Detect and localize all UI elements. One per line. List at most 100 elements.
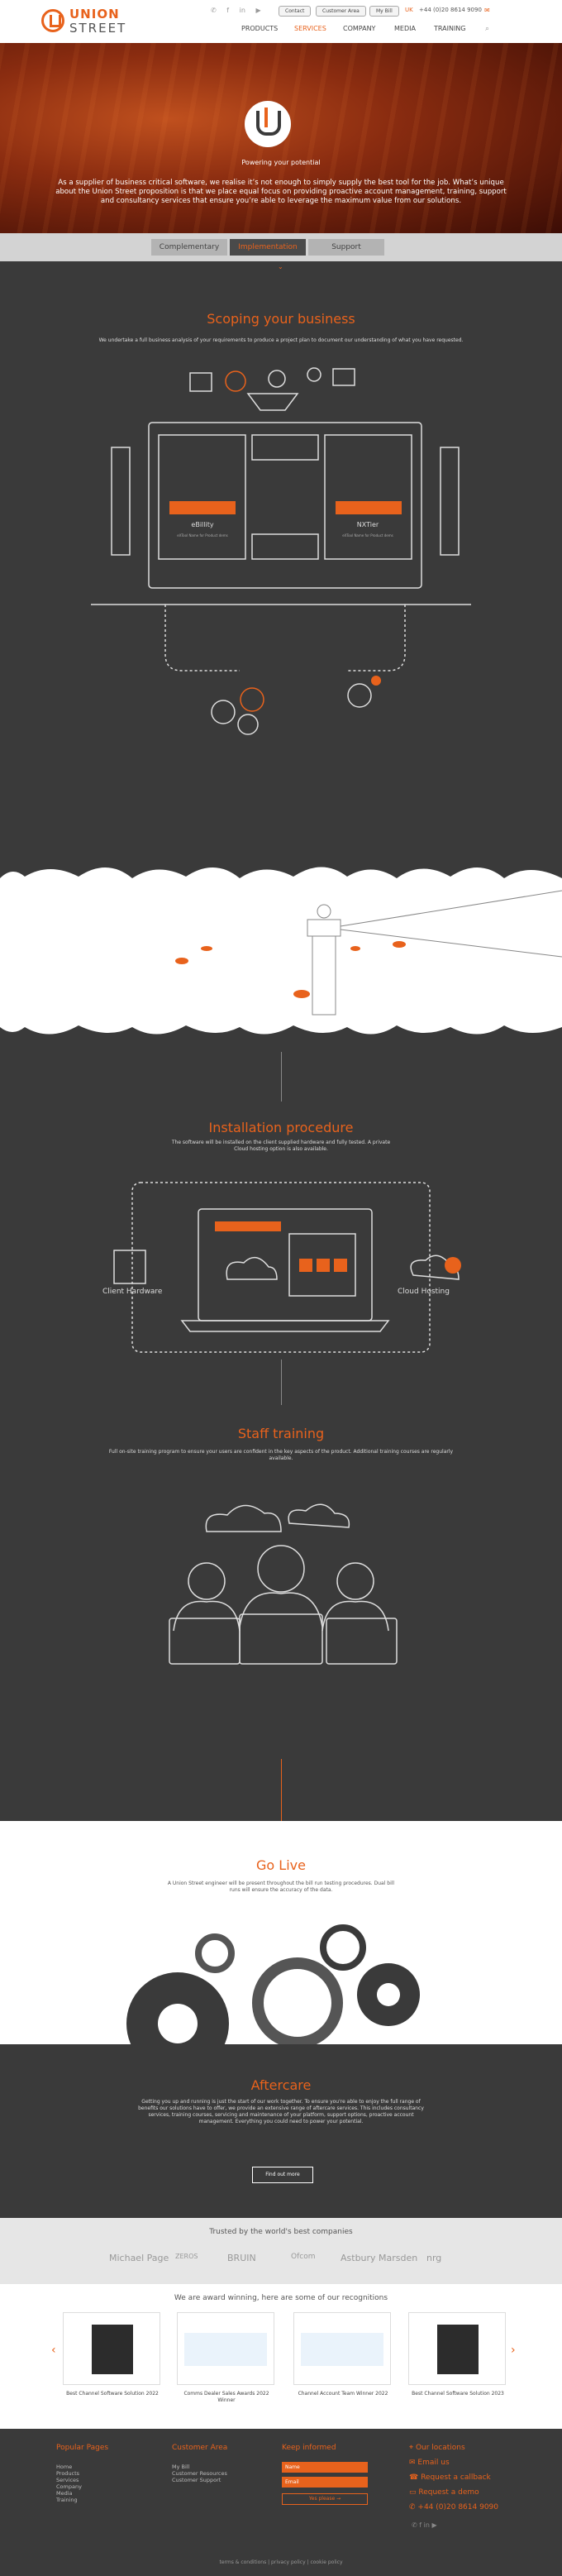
award-caption: Best Channel Software Solution 2022	[66, 2391, 159, 2397]
footer-email-link[interactable]: ✉ Email us	[409, 2459, 450, 2467]
footer-demo-link[interactable]: ▭ Request a demo	[409, 2488, 479, 2497]
hero-description: As a supplier of business critical softw…	[55, 179, 507, 205]
installation-text: The software will be installed on the cl…	[171, 1140, 391, 1152]
footer-link-services[interactable]: Services	[56, 2477, 79, 2483]
partner-logo-ofcom: Ofcom	[291, 2253, 316, 2261]
chevron-down-icon: ⌄	[278, 263, 283, 270]
aftercare-section: Aftercare Getting you up and running is …	[0, 2044, 562, 2218]
footer-link-products[interactable]: Products	[56, 2470, 80, 2477]
training-cloud-icon	[205, 1504, 282, 1532]
partners-strip: Trusted by the world's best companies Mi…	[0, 2218, 562, 2284]
nav-products[interactable]: PRODUCTS	[241, 25, 279, 32]
subscribe-label: Yes please	[308, 2496, 336, 2502]
gear-icon-4	[237, 714, 259, 735]
youtube-icon[interactable]: ▶	[255, 7, 261, 14]
user-icon-3	[336, 1562, 374, 1600]
process-section: Installation procedure The software will…	[0, 1052, 562, 1821]
magnifier-icon	[307, 367, 321, 382]
panel-right-sub: eXTool Name for Product dems	[342, 533, 393, 538]
awards-carousel: We are award winning, here are some of o…	[0, 2284, 562, 2429]
footer-social-icons[interactable]: ✆ f in ▶	[412, 2521, 437, 2529]
footer-link-media[interactable]: Media	[56, 2490, 73, 2497]
user-icon	[188, 1562, 226, 1600]
funnel-icon	[246, 393, 299, 411]
installation-illustration	[113, 1182, 461, 1353]
newsletter-email-input[interactable]: Email	[282, 2477, 368, 2488]
training-text: Full on-site training program to ensure …	[108, 1449, 454, 1461]
award-card[interactable]: Channel Account Team Winner 2022	[293, 2312, 391, 2397]
aftercare-text: Getting you up and running is just the s…	[138, 2099, 424, 2124]
laptop-icon-2	[239, 1613, 323, 1665]
footer-link-training[interactable]: Training	[56, 2497, 78, 2503]
footer-link-my-bill[interactable]: My Bill	[172, 2464, 190, 2470]
tab-complementary[interactable]: Complementary	[151, 239, 227, 256]
award-caption: Comms Dealer Sales Awards 2022 Winner	[183, 2391, 269, 2403]
tab-implementation[interactable]: Implementation	[230, 239, 306, 256]
footer-link-home[interactable]: Home	[56, 2464, 73, 2470]
linkedin-icon[interactable]: in	[239, 7, 245, 14]
contact-button[interactable]: Contact	[279, 6, 312, 17]
hero-tagline: Powering your potential	[241, 159, 321, 166]
go-live-title: Go Live	[256, 1857, 306, 1873]
logo-mark-icon	[41, 9, 64, 32]
footer-informed-title: Keep informed	[282, 2444, 336, 2452]
footer-legal-links[interactable]: terms & conditions | privacy policy | co…	[219, 2559, 343, 2565]
header-phone[interactable]: +44 (0)20 8614 9090	[419, 7, 482, 13]
go-live-text: A Union Street engineer will be present …	[167, 1881, 395, 1893]
award-card[interactable]: Best Channel Software Solution 2023	[408, 2312, 506, 2397]
award-card[interactable]: Best Channel Software Solution 2022	[63, 2312, 160, 2397]
training-title: Staff training	[237, 1426, 325, 1441]
panel-right-label: NXTier	[357, 521, 379, 528]
carousel-next-button[interactable]: ›	[511, 2344, 516, 2357]
nav-media[interactable]: MEDIA	[394, 25, 416, 32]
footer-phone-link[interactable]: ✆ +44 (0)20 8614 9090	[409, 2503, 498, 2511]
tab-support[interactable]: Support	[308, 239, 384, 256]
search-icon[interactable]: ⌕	[485, 25, 490, 33]
control-panel	[148, 422, 422, 589]
laptop-icon-1	[169, 1618, 241, 1665]
footer-popular-title: Popular Pages	[56, 2444, 109, 2452]
panel-left-sub: eXTool Name for Product dems	[177, 533, 227, 538]
customer-area-button[interactable]: Customer Area	[316, 6, 366, 17]
chart-icon	[332, 368, 355, 386]
region-label[interactable]: UK	[405, 7, 413, 13]
award-image	[92, 2325, 133, 2374]
nav-services[interactable]: SERVICES	[294, 25, 326, 32]
mail-icon[interactable]: ✉	[484, 7, 490, 14]
social-links: ✆ f in ▶	[211, 7, 269, 14]
nav-training[interactable]: TRAINING	[434, 25, 466, 32]
user-icon-2	[257, 1545, 305, 1593]
facebook-icon[interactable]: f	[226, 7, 230, 14]
hero-banner: Powering your potential As a supplier of…	[0, 43, 562, 233]
footer-callback-link[interactable]: ☎ Request a callback	[409, 2473, 491, 2482]
footer-locations-link[interactable]: ⌖ Our locations	[409, 2444, 465, 2452]
award-caption: Best Channel Software Solution 2023	[412, 2391, 504, 2397]
footer-link-support[interactable]: Customer Support	[172, 2477, 221, 2483]
footer-link-company[interactable]: Company	[56, 2483, 82, 2490]
aftercare-title: Aftercare	[250, 2077, 312, 2093]
nav-company[interactable]: COMPANY	[343, 25, 376, 32]
union-street-logo[interactable]: UNION STREET	[41, 7, 149, 36]
award-image	[437, 2325, 479, 2374]
lighthouse-icon	[312, 935, 336, 1016]
server-icon	[113, 1250, 146, 1284]
award-card[interactable]: Comms Dealer Sales Awards 2022 Winner	[177, 2312, 274, 2403]
service-tabs: Complementary Implementation Support	[0, 233, 562, 261]
go-live-section: Go Live A Union Street engineer will be …	[0, 1821, 562, 2044]
partner-logo-astbury-marsden: Astbury Marsden	[341, 2253, 418, 2263]
client-hardware-label: Client Hardware	[102, 1288, 163, 1296]
carousel-prev-button[interactable]: ‹	[51, 2344, 56, 2357]
award-image	[301, 2333, 383, 2366]
panel-right	[324, 434, 412, 560]
lightbulb-icon	[268, 370, 286, 388]
phone-social-icon[interactable]: ✆	[211, 7, 217, 14]
newsletter-name-input[interactable]: Name	[282, 2462, 368, 2473]
subscribe-button[interactable]: Yes please →	[282, 2493, 368, 2505]
my-bill-button[interactable]: My Bill	[369, 6, 399, 17]
small-gear-icon-2	[320, 1924, 366, 1971]
footer-link-resources[interactable]: Customer Resources	[172, 2470, 227, 2477]
find-out-more-button[interactable]: Find out more	[252, 2167, 313, 2183]
cloud-icon	[226, 1256, 278, 1280]
gear-icon	[225, 370, 246, 392]
small-gear-icon	[195, 1933, 235, 1973]
